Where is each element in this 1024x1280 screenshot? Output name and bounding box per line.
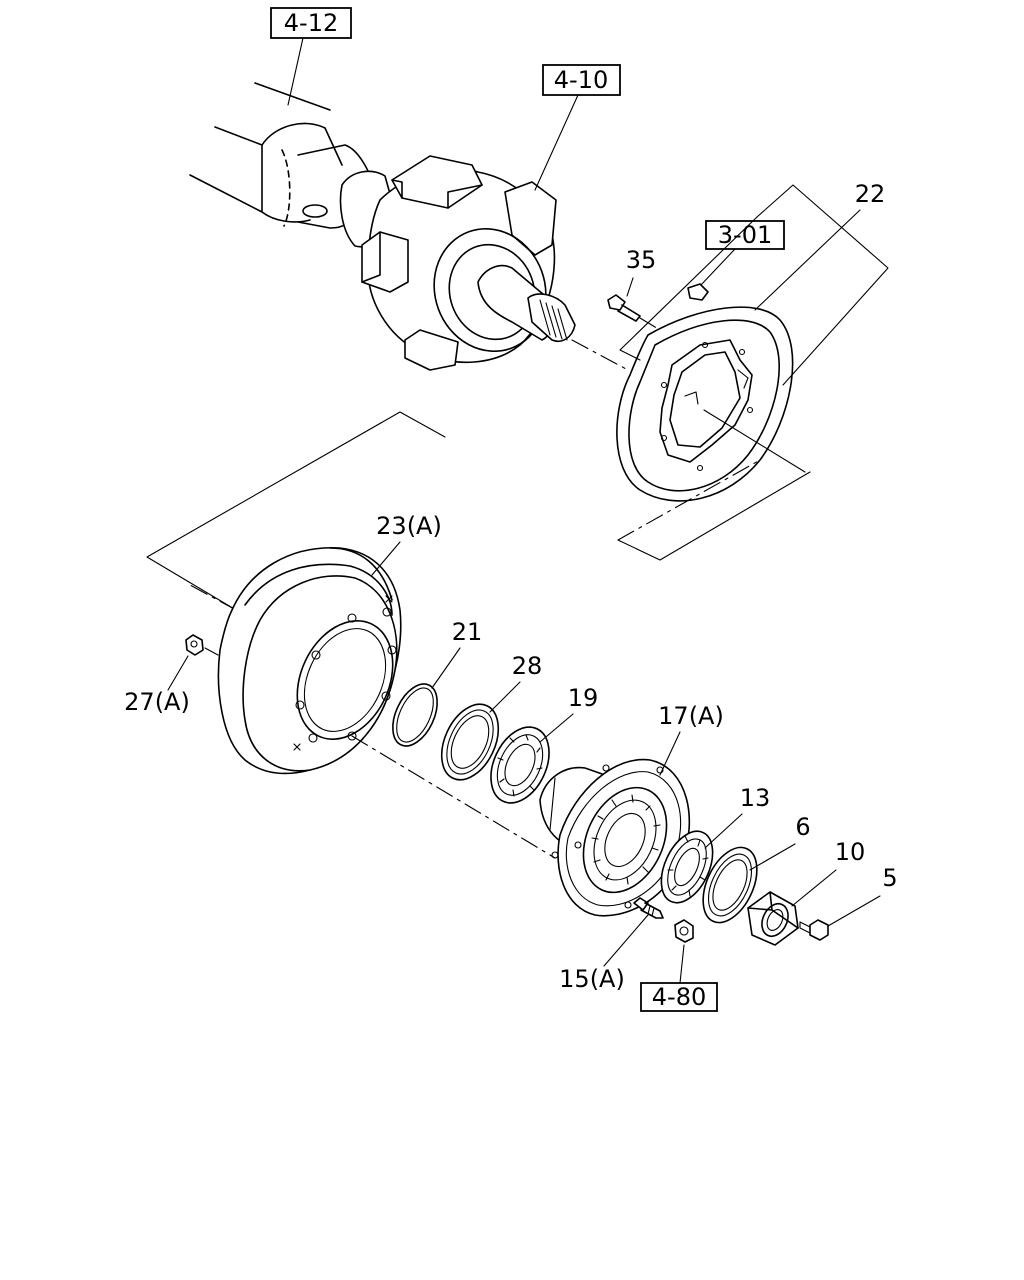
part-27-leader [167, 655, 189, 691]
part-13-leader [704, 813, 743, 849]
part-15-leader [603, 914, 649, 967]
part-22-label: 22 [855, 180, 886, 208]
hub-17 [539, 758, 691, 917]
bolt-35 [607, 294, 661, 331]
part-6-label: 6 [795, 813, 810, 841]
part-19-label: 19 [568, 684, 599, 712]
part-6-leader [749, 843, 796, 871]
hub-bolt-15 [633, 897, 664, 919]
seal-28 [440, 703, 500, 781]
part-10-leader [791, 869, 837, 907]
ref-4-80[interactable]: 4-80 [640, 982, 718, 1012]
ref-4-80-label: 4-80 [652, 983, 706, 1011]
part-13-label: 13 [740, 784, 771, 812]
part-17-leader [659, 731, 681, 776]
part-23-label: 23(A) [376, 512, 442, 540]
ref-4-12[interactable]: 4-12 [270, 7, 352, 39]
ref-4-10-label: 4-10 [554, 66, 608, 94]
clip-icon [687, 283, 709, 301]
ref-3-01-leader [699, 248, 736, 287]
lock-nut-10 [747, 891, 799, 946]
ref-4-12-leader [287, 37, 304, 106]
nut-27 [185, 634, 219, 656]
part-22-frame [756, 184, 889, 386]
part-28-leader [489, 681, 521, 713]
part-21-label: 21 [452, 618, 483, 646]
part-10-label: 10 [835, 838, 866, 866]
part-21-leader [431, 647, 461, 689]
part-35-label: 35 [626, 246, 657, 274]
wheel-nut-4-80 [674, 919, 694, 943]
ref-4-10[interactable]: 4-10 [542, 64, 621, 96]
backing-plate-22 [616, 306, 806, 502]
ref-4-10-leader [534, 94, 579, 191]
bearing-19 [490, 726, 550, 804]
bearing-13 [660, 830, 714, 904]
ref-3-01-label: 3-01 [718, 221, 772, 249]
ref-4-12-label: 4-12 [284, 9, 338, 37]
bolt-5 [799, 919, 829, 941]
part-28-label: 28 [512, 652, 543, 680]
part-22-frame-2 [619, 216, 758, 361]
part-15-label: 15(A) [559, 965, 625, 993]
axle-housing [189, 82, 629, 371]
ref-4-80-leader [679, 944, 685, 984]
part-19-leader [539, 713, 574, 743]
part-35-leader [626, 277, 634, 297]
part-22-leader [754, 209, 861, 311]
part-27-label: 27(A) [124, 688, 190, 716]
lock-washer-6 [702, 846, 758, 924]
part-5-label: 5 [882, 864, 897, 892]
part-17-label: 17(A) [658, 702, 724, 730]
part-5-leader [827, 895, 881, 927]
ref-3-01[interactable]: 3-01 [705, 220, 785, 250]
assembly-frame [146, 411, 811, 611]
part-23-leader [371, 541, 401, 576]
brake-drum-23 [217, 547, 556, 859]
snap-ring-21 [392, 683, 438, 747]
